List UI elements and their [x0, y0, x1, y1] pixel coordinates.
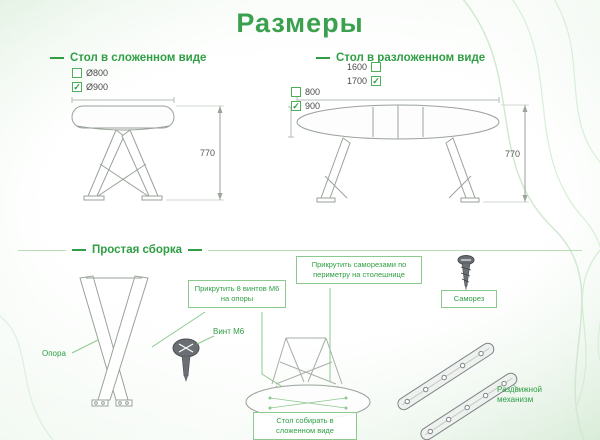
note-perimeter: Прикрутить саморезами по периметру на ст…: [296, 256, 422, 284]
checkbox-d800[interactable]: [72, 68, 82, 78]
option-row-1600: 1600: [347, 62, 382, 72]
folded-diameter-options: Ø800 ✓ Ø900: [72, 68, 108, 92]
sliding-mechanism-rails: [397, 342, 518, 440]
unfolded-tabletop: [296, 104, 500, 140]
option-row-d900: ✓ Ø900: [72, 82, 108, 92]
width-dimension-line: [288, 106, 294, 138]
unfolded-width-options: 800 ✓ 900: [291, 87, 320, 111]
tabletop-bottom-view: [245, 384, 371, 420]
option-row-1700: ✓ 1700: [347, 75, 382, 86]
checkbox-1600[interactable]: [371, 62, 382, 72]
dash-decoration: [50, 57, 64, 59]
unfolded-height-value: 770: [505, 149, 520, 159]
assembly-divider-line: [18, 250, 582, 251]
unfolded-length-options: 1600 ✓ 1700: [347, 62, 382, 86]
section-title-assembly: Простая сборка: [66, 244, 209, 256]
unfolded-table-legs: [316, 137, 480, 203]
checkbox-d900[interactable]: ✓: [72, 81, 82, 92]
samorez-label: Саморез: [441, 290, 497, 308]
option-row-900: ✓ 900: [291, 101, 320, 111]
option-label-d900: Ø900: [86, 82, 109, 92]
unfolded-table-drawing: 770: [288, 97, 529, 203]
dash-decoration: [316, 57, 330, 59]
option-label-1700: 1700: [347, 76, 368, 86]
checkbox-1700[interactable]: ✓: [371, 75, 382, 86]
note-bolts: Прикрутить 8 винтов М6 на опоры: [188, 280, 286, 308]
assembly-diagram: [71, 255, 521, 440]
bolt-m6-label: Винт М6: [213, 327, 245, 336]
option-label-1600: 1600: [347, 62, 368, 72]
section-title-folded: Стол в сложенном виде: [50, 52, 206, 64]
self-tapping-screw-icon: [457, 255, 475, 291]
option-label-900: 900: [305, 101, 321, 111]
bolt-m6-icon: [172, 335, 215, 382]
option-row-d800: Ø800: [72, 68, 108, 78]
folded-table-drawing: 770: [71, 97, 224, 201]
section-title-unfolded-text: Стол в разложенном виде: [336, 52, 486, 64]
folded-height-dimension: 770: [166, 105, 224, 201]
support-label: Опора: [42, 349, 66, 358]
section-title-unfolded: Стол в разложенном виде: [316, 52, 485, 64]
checkbox-900[interactable]: ✓: [291, 100, 301, 111]
option-label-d800: Ø800: [86, 68, 109, 78]
folded-height-value: 770: [200, 148, 215, 158]
section-title-folded-text: Стол в сложенном виде: [70, 52, 207, 64]
section-title-assembly-text: Простая сборка: [92, 244, 183, 256]
page-title: Размеры: [236, 8, 364, 38]
note-assemble-folded: Стол собирать в сложенном виде: [253, 412, 357, 440]
folded-tabletop: [71, 105, 175, 131]
support-leg-drawing: [71, 275, 149, 407]
folded-table-legs: [83, 129, 163, 201]
checkbox-800[interactable]: [291, 87, 301, 97]
exploded-legs-sketch: [271, 337, 343, 397]
diameter-dimension-line: [71, 97, 175, 103]
option-row-800: 800: [291, 87, 320, 97]
dash-decoration: [72, 249, 86, 251]
dash-decoration: [188, 249, 203, 251]
length-dimension-line: [296, 97, 500, 103]
mechanism-label: Раздвижной механизм: [497, 385, 542, 404]
unfolded-height-dimension: 770: [483, 104, 529, 203]
option-label-800: 800: [305, 87, 321, 97]
